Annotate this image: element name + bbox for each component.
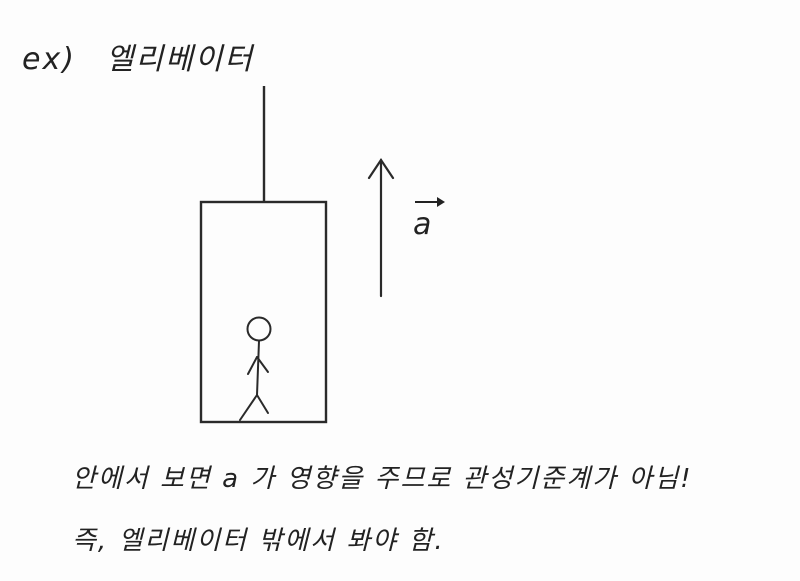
heading-title: 엘리베이터 xyxy=(105,42,254,77)
example-prefix: ex) xyxy=(22,42,76,77)
note-line-2: 즉, 엘리베이터 밖에서 봐야 함. xyxy=(72,526,445,556)
person-right-arm xyxy=(256,356,269,373)
person-right-leg xyxy=(256,394,269,414)
note-line-1: 안에서 보면 a 가 영향을 주므로 관성기준계가 아님! xyxy=(72,464,693,494)
acceleration-arrow xyxy=(367,158,395,298)
person-left-leg xyxy=(239,394,258,421)
person-head xyxy=(246,316,272,342)
vector-arrow-icon xyxy=(415,197,445,207)
acceleration-symbol: a xyxy=(413,207,434,242)
person-body xyxy=(256,340,260,396)
acceleration-vector-label: a xyxy=(413,197,445,242)
elevator-car xyxy=(199,200,328,424)
person-left-arm xyxy=(247,356,258,375)
heading: ex) 엘리베이터 xyxy=(22,34,254,78)
stick-person xyxy=(239,316,272,421)
